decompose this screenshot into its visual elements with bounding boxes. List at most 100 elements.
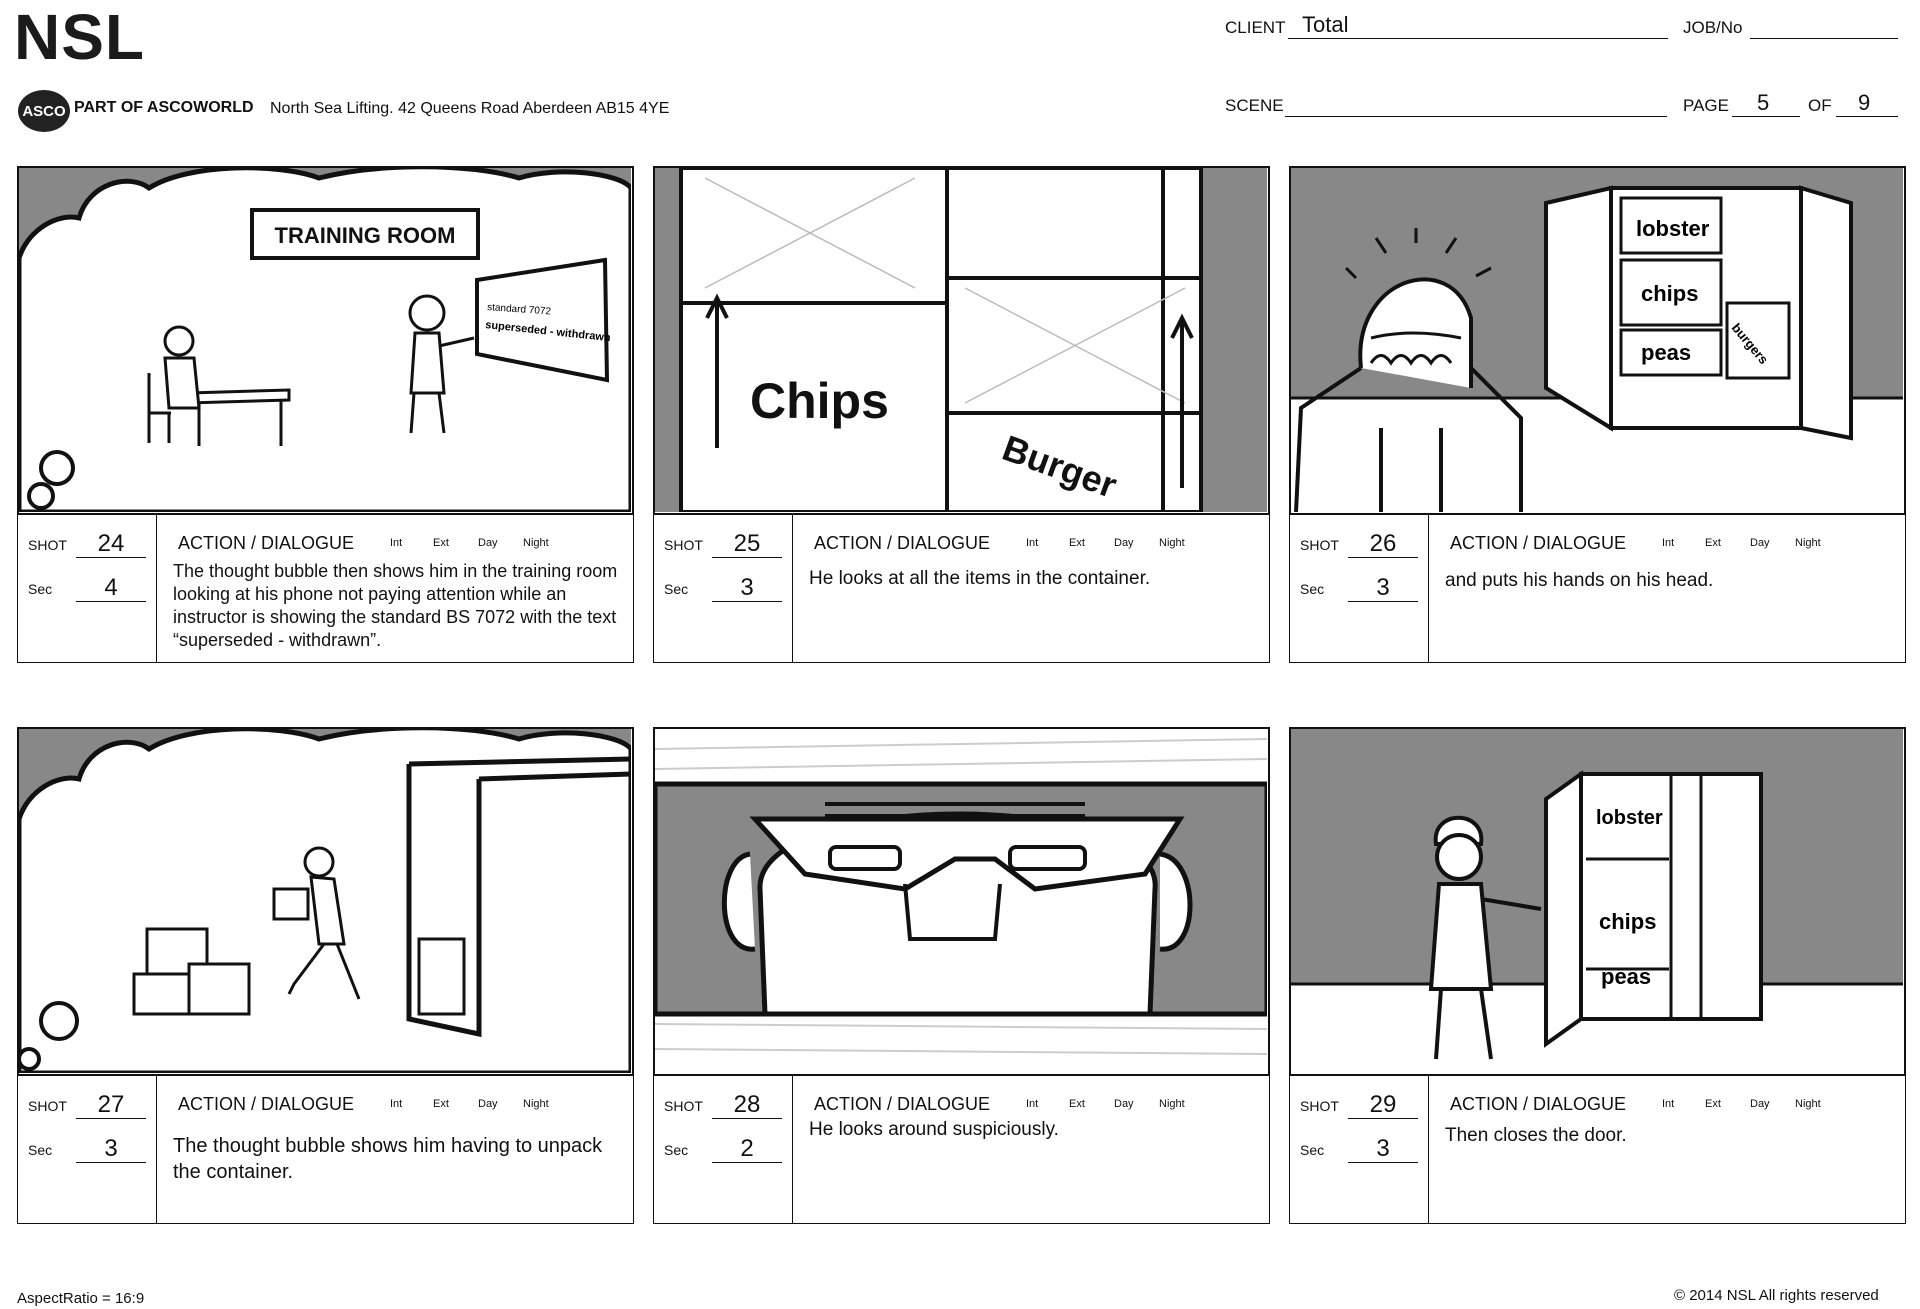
action-dialogue-label: ACTION / DIALOGUE <box>1450 533 1627 553</box>
night-label: Night <box>1159 1098 1185 1110</box>
training-room-sign: TRAINING ROOM <box>275 223 456 248</box>
shot-info-29: SHOT 29 Sec 3 ACTION / DIALOGUE Int Ext … <box>1289 1076 1906 1224</box>
page-label: PAGE <box>1683 96 1729 115</box>
sketch-panel-24: TRAINING ROOM standard 7072 superseded -… <box>17 166 634 515</box>
sec-label: Sec <box>28 1142 53 1158</box>
lobster-label: lobster <box>1596 807 1663 829</box>
day-label: Day <box>1750 537 1770 549</box>
of-value: 9 <box>1858 90 1871 115</box>
page-value: 5 <box>1757 90 1770 115</box>
action-dialogue-label: ACTION / DIALOGUE <box>1450 1094 1627 1114</box>
shot-number: 25 <box>712 531 782 558</box>
day-label: Day <box>478 1098 498 1110</box>
page-field: 5 <box>1732 90 1800 117</box>
shot-info-28: SHOT 28 Sec 2 ACTION / DIALOGUE Int Ext … <box>653 1076 1270 1224</box>
shot-label: SHOT <box>28 537 67 553</box>
shot-number: 28 <box>712 1092 782 1119</box>
sketch-panel-26: lobster chips peas burgers <box>1289 166 1906 515</box>
sketch-panel-25: Chips Burger <box>653 166 1270 515</box>
action-dialogue-label: ACTION / DIALOGUE <box>814 533 991 553</box>
action-dialogue-label: ACTION / DIALOGUE <box>814 1094 991 1114</box>
shot-meta-24: SHOT 24 Sec 4 <box>18 515 157 662</box>
ext-label: Ext <box>433 1098 449 1110</box>
ext-label: Ext <box>433 537 449 549</box>
ext-label: Ext <box>1069 537 1085 549</box>
night-label: Night <box>1795 537 1821 549</box>
scene-label: SCENE <box>1225 96 1284 115</box>
shot-info-25: SHOT 25 Sec 3 ACTION / DIALOGUE Int Ext … <box>653 515 1270 663</box>
shot-description: He looks at all the items in the contain… <box>809 568 1151 589</box>
lobster-label: lobster <box>1636 216 1710 241</box>
client-value: Total <box>1302 12 1349 37</box>
action-dialogue-label: ACTION / DIALOGUE <box>178 1094 355 1114</box>
shot-label: SHOT <box>664 1098 703 1114</box>
client-field: Total <box>1288 12 1668 39</box>
sketch-panel-29: lobster chips peas <box>1289 727 1906 1076</box>
shot-info-27: SHOT 27 Sec 3 ACTION / DIALOGUE Int Ext … <box>17 1076 634 1224</box>
chips-label-big: Chips <box>750 373 889 429</box>
int-label: Int <box>1026 1098 1039 1110</box>
chips-label: chips <box>1641 281 1698 306</box>
copyright-note: © 2014 NSL All rights reserved <box>1674 1287 1879 1304</box>
int-label: Int <box>1026 537 1039 549</box>
of-field: 9 <box>1836 90 1898 117</box>
shot-meta-26: SHOT 26 Sec 3 <box>1290 515 1429 662</box>
shot-meta-25: SHOT 25 Sec 3 <box>654 515 793 662</box>
shot-description: Then closes the door. <box>1445 1125 1627 1146</box>
shot-number: 27 <box>76 1092 146 1119</box>
scene-field <box>1285 94 1667 117</box>
of-label: OF <box>1808 96 1832 115</box>
ext-label: Ext <box>1705 537 1721 549</box>
shot-label: SHOT <box>1300 537 1339 553</box>
day-label: Day <box>1114 1098 1134 1110</box>
shot-number: 24 <box>76 531 146 558</box>
shot-number: 26 <box>1348 531 1418 558</box>
int-label: Int <box>390 537 403 549</box>
night-label: Night <box>523 537 549 549</box>
job-label: JOB/No <box>1683 18 1743 37</box>
shot-meta-28: SHOT 28 Sec 2 <box>654 1076 793 1223</box>
sec-number: 3 <box>76 1136 146 1163</box>
night-label: Night <box>1159 537 1185 549</box>
shot-description: The thought bubble shows him having to u… <box>173 1135 603 1183</box>
sec-label: Sec <box>28 581 53 597</box>
shot-number: 29 <box>1348 1092 1418 1119</box>
int-label: Int <box>1662 1098 1675 1110</box>
night-label: Night <box>1795 1098 1821 1110</box>
sketch-panel-28 <box>653 727 1270 1076</box>
night-label: Night <box>523 1098 549 1110</box>
asco-badge: ASCO <box>18 90 70 132</box>
sec-number: 3 <box>1348 575 1418 602</box>
ext-label: Ext <box>1705 1098 1721 1110</box>
screen-text-standard: standard 7072 <box>487 302 552 317</box>
sec-label: Sec <box>1300 581 1325 597</box>
day-label: Day <box>1750 1098 1770 1110</box>
sec-number: 4 <box>76 575 146 602</box>
peas-label: peas <box>1601 964 1651 989</box>
ext-label: Ext <box>1069 1098 1085 1110</box>
chips-label: chips <box>1599 909 1656 934</box>
shot-label: SHOT <box>1300 1098 1339 1114</box>
day-label: Day <box>1114 537 1134 549</box>
part-of-ascoworld: PART OF ASCOWORLD <box>74 99 254 116</box>
sec-number: 2 <box>712 1136 782 1163</box>
nsl-logo: NSL <box>14 1 145 73</box>
shot-info-26: SHOT 26 Sec 3 ACTION / DIALOGUE Int Ext … <box>1289 515 1906 663</box>
action-dialogue-label: ACTION / DIALOGUE <box>178 533 355 553</box>
int-label: Int <box>1662 537 1675 549</box>
job-field <box>1750 16 1898 39</box>
day-label: Day <box>478 537 498 549</box>
sec-number: 3 <box>1348 1136 1418 1163</box>
sec-label: Sec <box>664 581 689 597</box>
sec-number: 3 <box>712 575 782 602</box>
shot-meta-29: SHOT 29 Sec 3 <box>1290 1076 1429 1223</box>
shot-info-24: SHOT 24 Sec 4 ACTION / DIALOGUE Int Ext … <box>17 515 634 663</box>
sec-label: Sec <box>1300 1142 1325 1158</box>
shot-description: The thought bubble then shows him in the… <box>173 561 618 650</box>
shot-description: and puts his hands on his head. <box>1445 570 1714 591</box>
company-address: North Sea Lifting. 42 Queens Road Aberde… <box>270 100 670 117</box>
int-label: Int <box>390 1098 403 1110</box>
sec-label: Sec <box>664 1142 689 1158</box>
peas-label: peas <box>1641 340 1691 365</box>
client-label: CLIENT <box>1225 18 1286 37</box>
